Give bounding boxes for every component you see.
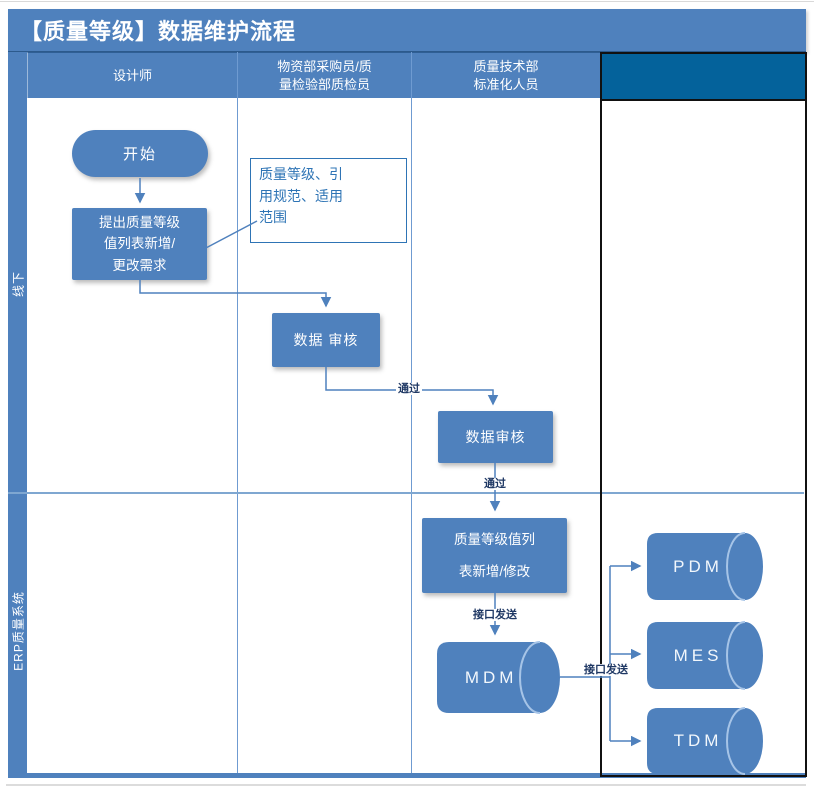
edge-label-interface-send-1: 接口发送 xyxy=(471,608,519,622)
lane-divider xyxy=(8,492,804,494)
value-list-update-node: 质量等级值列 表新增/修改 xyxy=(422,518,567,593)
column-header-empty-dark xyxy=(602,54,805,101)
cylinder-shape-icon xyxy=(647,707,763,775)
data-review-node-1: 数据 审核 xyxy=(272,313,380,367)
edge-label-interface-send-2: 接口发送 xyxy=(582,663,630,677)
data-review-node-2: 数据审核 xyxy=(438,411,553,463)
column-divider-1 xyxy=(237,52,238,776)
lane-label-strip xyxy=(8,52,27,776)
annotation-note: 质量等级、引 用规范、适用 范围 xyxy=(250,158,407,243)
edge-label-pass-1: 通过 xyxy=(396,382,422,396)
lane-label-offline: 线下 xyxy=(11,270,26,298)
top-edge-line xyxy=(0,1,814,2)
lane-label-erp-system: ERP质量系统 xyxy=(11,591,26,671)
pdm-label: PDM xyxy=(673,556,723,576)
mdm-label: MDM xyxy=(464,667,518,687)
diagram-title-bar: 【质量等级】数据维护流程 xyxy=(8,9,806,52)
pdm-system-cylinder: PDM xyxy=(647,532,763,601)
edge-label-pass-2: 通过 xyxy=(482,477,508,491)
cylinder-shape-icon xyxy=(647,621,763,690)
start-node: 开始 xyxy=(72,130,208,177)
bottom-edge-line xyxy=(6,784,806,786)
cylinder-shape-icon xyxy=(647,532,763,601)
table-bottom-border xyxy=(8,773,806,778)
column-header-purchaser-inspector: 物资部采购员/质 量检验部质检员 xyxy=(237,52,411,98)
propose-requirement-node: 提出质量等级 值列表新增/ 更改需求 xyxy=(72,208,207,280)
edge-propose-to-review1 xyxy=(139,280,332,308)
column-header-standardization: 质量技术部 标准化人员 xyxy=(411,52,600,98)
cylinder-shape-icon xyxy=(437,641,560,714)
tdm-label: TDM xyxy=(673,731,723,750)
tdm-system-cylinder: TDM xyxy=(647,707,763,775)
column-header-designer: 设计师 xyxy=(27,52,237,98)
mes-system-cylinder: MES xyxy=(647,621,763,690)
mdm-system-cylinder: MDM xyxy=(437,641,560,714)
highlighted-column-frame xyxy=(600,52,807,777)
diagram-title: 【质量等级】数据维护流程 xyxy=(20,19,297,44)
mes-label: MES xyxy=(673,645,723,665)
column-divider-2 xyxy=(411,52,412,776)
